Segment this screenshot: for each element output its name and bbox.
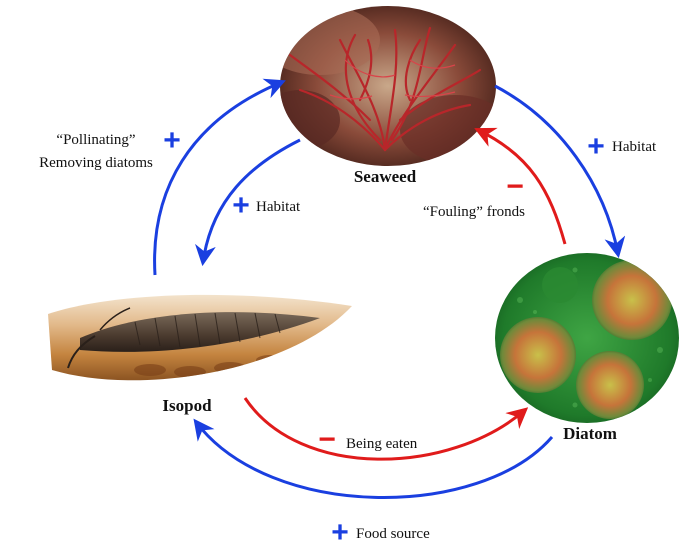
plus-sign-pollinating: + xyxy=(163,124,181,157)
plus-sign-habitat-isopod: + xyxy=(232,189,250,222)
minus-sign-fouling: − xyxy=(506,170,524,203)
plus-sign-habitat-diatom: + xyxy=(587,130,605,163)
seaweed-label: Seaweed xyxy=(354,167,417,186)
arrow-diatom-to-seaweed xyxy=(474,127,567,245)
removing-diatoms-label: Removing diatoms xyxy=(39,155,153,171)
food-source-label: Food source xyxy=(356,526,430,542)
pollinating-label: “Pollinating” xyxy=(56,132,135,148)
isopod-image xyxy=(48,294,352,381)
arrow-seaweed-to-isopod xyxy=(195,138,301,267)
habitat-isopod-label: Habitat xyxy=(256,199,301,215)
arrow-isopod-to-diatom xyxy=(243,397,529,461)
arrow-isopod-to-seaweed xyxy=(153,78,286,276)
diatom-label: Diatom xyxy=(563,424,617,443)
habitat-diatom-label: Habitat xyxy=(612,139,657,155)
minus-sign-being-eaten: − xyxy=(318,423,336,456)
fouling-fronds-label: “Fouling” fronds xyxy=(423,204,525,220)
being-eaten-label: Being eaten xyxy=(346,436,418,452)
arrow-seaweed-to-diatom xyxy=(494,84,626,259)
plus-sign-food-source: + xyxy=(331,516,349,549)
arrow-diatom-to-isopod xyxy=(193,418,554,499)
diatom-image xyxy=(495,253,679,423)
isopod-label: Isopod xyxy=(162,396,212,415)
